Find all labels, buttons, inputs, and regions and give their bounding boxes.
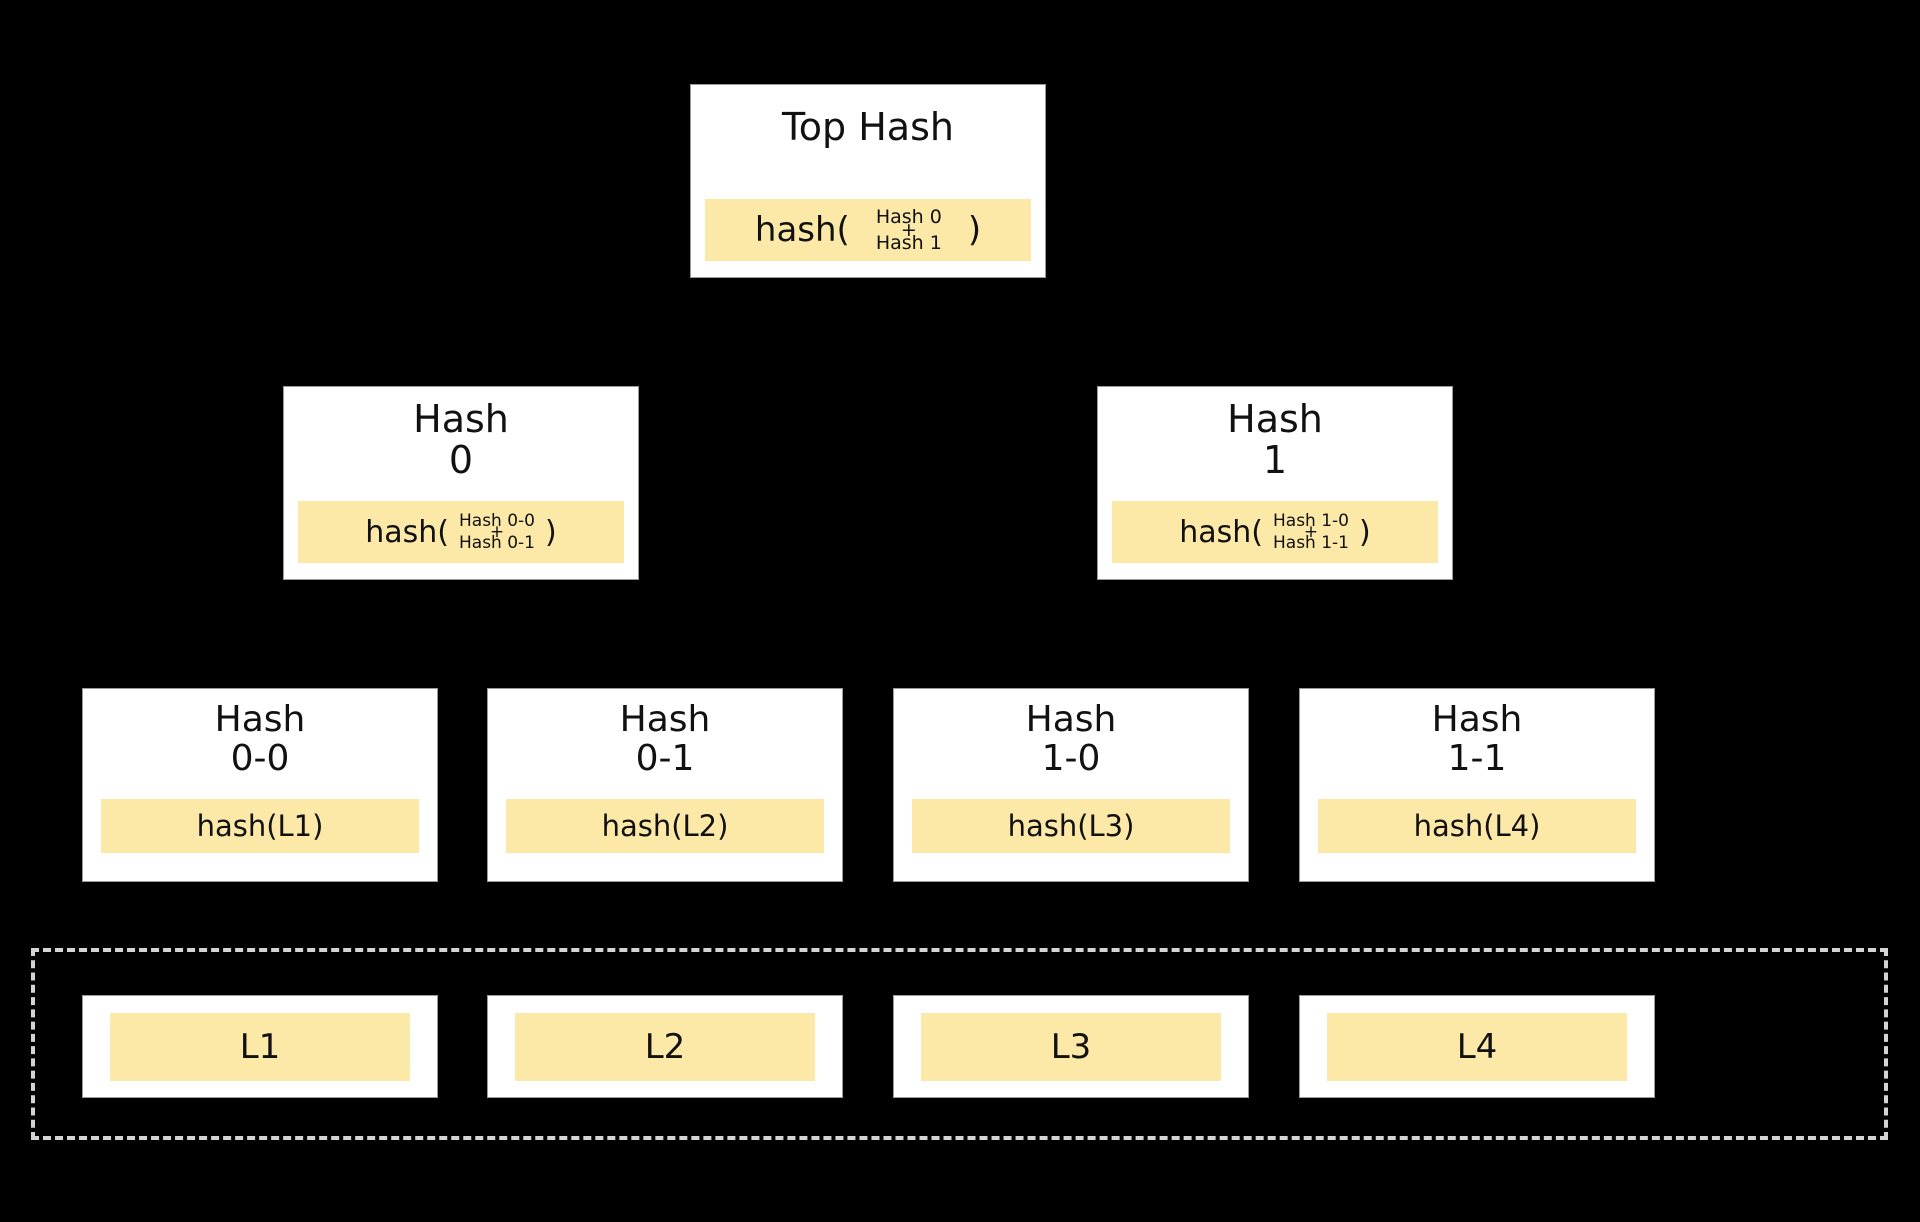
hash-1-1-formula: hash(L4) <box>1318 799 1636 853</box>
hash-1-0-formula: hash(L3) <box>912 799 1230 853</box>
top-hash-formula: hash( Hash 0 + Hash 1 ) <box>705 199 1031 261</box>
node-hash-0-1[interactable]: Hash 0-1 hash(L2) <box>487 688 843 882</box>
hash-prefix: hash( <box>365 514 449 550</box>
node-hash-0-0[interactable]: Hash 0-0 hash(L1) <box>82 688 438 882</box>
hash-arg-b: Hash 1-1 <box>1273 532 1350 553</box>
data-block-l2-label: L2 <box>515 1012 815 1081</box>
hash-arguments: Hash 0-0 + Hash 0-1 <box>459 510 536 553</box>
hash-plus-sign: + <box>900 218 917 241</box>
hash-arguments: Hash 0 + Hash 1 <box>875 205 942 254</box>
data-block-l4[interactable]: L4 <box>1299 995 1655 1098</box>
hash-1-formula: hash( Hash 1-0 + Hash 1-1 ) <box>1112 501 1438 563</box>
hash-0-label: Hash 0 <box>413 397 509 483</box>
hash-1-1-label: Hash 1-1 <box>1431 699 1523 779</box>
hash-suffix: ) <box>967 210 982 250</box>
data-block-l1-label: L1 <box>110 1012 410 1081</box>
data-block-l3[interactable]: L3 <box>893 995 1249 1098</box>
node-hash-1-0[interactable]: Hash 1-0 hash(L3) <box>893 688 1249 882</box>
hash-arg-b: Hash 0-1 <box>459 532 536 553</box>
hash-arguments: Hash 1-0 + Hash 1-1 <box>1273 510 1350 553</box>
hash-suffix: ) <box>1359 514 1371 550</box>
data-blocks-region <box>31 948 1888 1140</box>
node-top-hash[interactable]: Top Hash hash( Hash 0 + Hash 1 ) <box>690 84 1046 278</box>
connector-leaf01-to-l2 <box>664 845 667 1005</box>
hash-arg-a: Hash 0-0 <box>459 510 536 531</box>
data-block-l3-label: L3 <box>921 1012 1221 1081</box>
hash-1-label: Hash 1 <box>1227 397 1323 483</box>
node-hash-1-1[interactable]: Hash 1-1 hash(L4) <box>1299 688 1655 882</box>
hash-0-0-formula: hash(L1) <box>101 799 419 853</box>
hash-0-0-label: Hash 0-0 <box>214 699 306 779</box>
top-hash-label: Top Hash <box>782 105 954 149</box>
connector-leaf11-to-l4 <box>1475 845 1478 1005</box>
hash-prefix: hash( <box>754 210 850 250</box>
hash-0-1-label: Hash 0-1 <box>619 699 711 779</box>
node-hash-1[interactable]: Hash 1 hash( Hash 1-0 + Hash 1-1 ) <box>1097 386 1453 580</box>
hash-1-0-label: Hash 1-0 <box>1025 699 1117 779</box>
data-block-l1[interactable]: L1 <box>82 995 438 1098</box>
connector-leaf10-to-l3 <box>1070 845 1073 1005</box>
data-block-l4-label: L4 <box>1327 1012 1627 1081</box>
hash-arg-b: Hash 1 <box>875 231 942 254</box>
hash-0-1-formula: hash(L2) <box>506 799 824 853</box>
hash-plus-sign: + <box>489 521 505 542</box>
hash-0-formula: hash( Hash 0-0 + Hash 0-1 ) <box>298 501 624 563</box>
data-block-l2[interactable]: L2 <box>487 995 843 1098</box>
hash-prefix: hash( <box>1179 514 1263 550</box>
hash-arg-a: Hash 1-0 <box>1273 510 1350 531</box>
hash-arg-a: Hash 0 <box>875 205 942 228</box>
node-hash-0[interactable]: Hash 0 hash( Hash 0-0 + Hash 0-1 ) <box>283 386 639 580</box>
connector-leaf00-to-l1 <box>258 845 261 1005</box>
hash-plus-sign: + <box>1303 521 1319 542</box>
hash-suffix: ) <box>545 514 557 550</box>
